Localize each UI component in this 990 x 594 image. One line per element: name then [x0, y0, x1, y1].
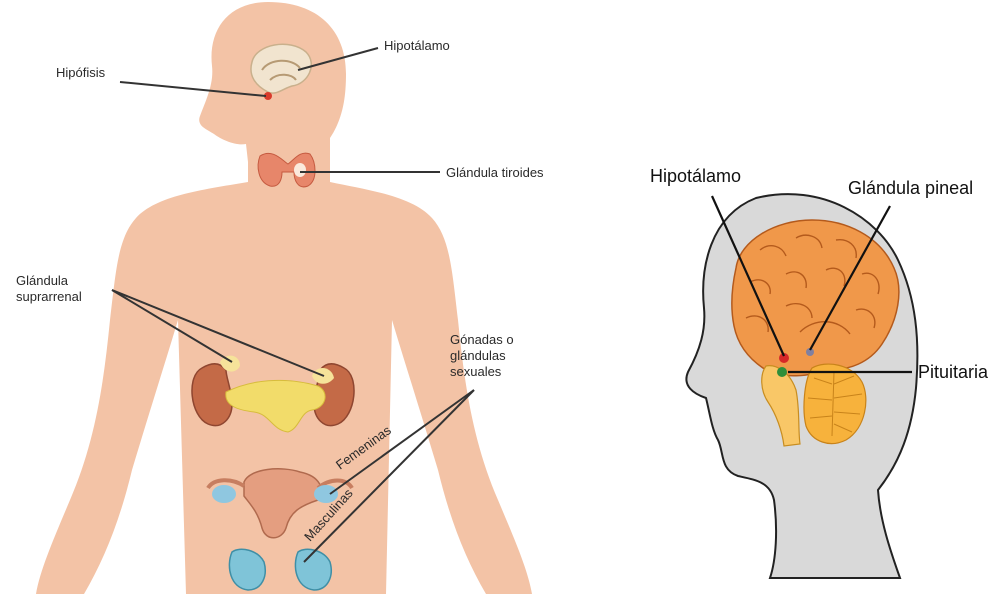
label-gonadas-1: Gónadas o	[450, 332, 514, 347]
head-illustration: Hipotálamo Glándula pineal Pituitaria	[600, 0, 990, 594]
label-gonadas-3: sexuales	[450, 364, 502, 379]
label-hipofisis: Hipófisis	[56, 65, 106, 80]
body-illustration: Hipófisis Hipotálamo Glándula tiroides G…	[0, 0, 560, 594]
label-hipotalamo-left: Hipotálamo	[384, 38, 450, 53]
label-gonadas-2: glándulas	[450, 348, 506, 363]
head-brain-diagram: Hipotálamo Glándula pineal Pituitaria	[600, 0, 990, 594]
label-pituitaria: Pituitaria	[918, 362, 989, 382]
body-endocrine-diagram: Hipófisis Hipotálamo Glándula tiroides G…	[0, 0, 560, 594]
label-hipotalamo-right: Hipotálamo	[650, 166, 741, 186]
label-tiroides: Glándula tiroides	[446, 165, 544, 180]
label-suprarrenal-2: suprarrenal	[16, 289, 82, 304]
label-suprarrenal-1: Glándula	[16, 273, 69, 288]
label-glandula-pineal: Glándula pineal	[848, 178, 973, 198]
pituitary-dot	[777, 367, 787, 377]
